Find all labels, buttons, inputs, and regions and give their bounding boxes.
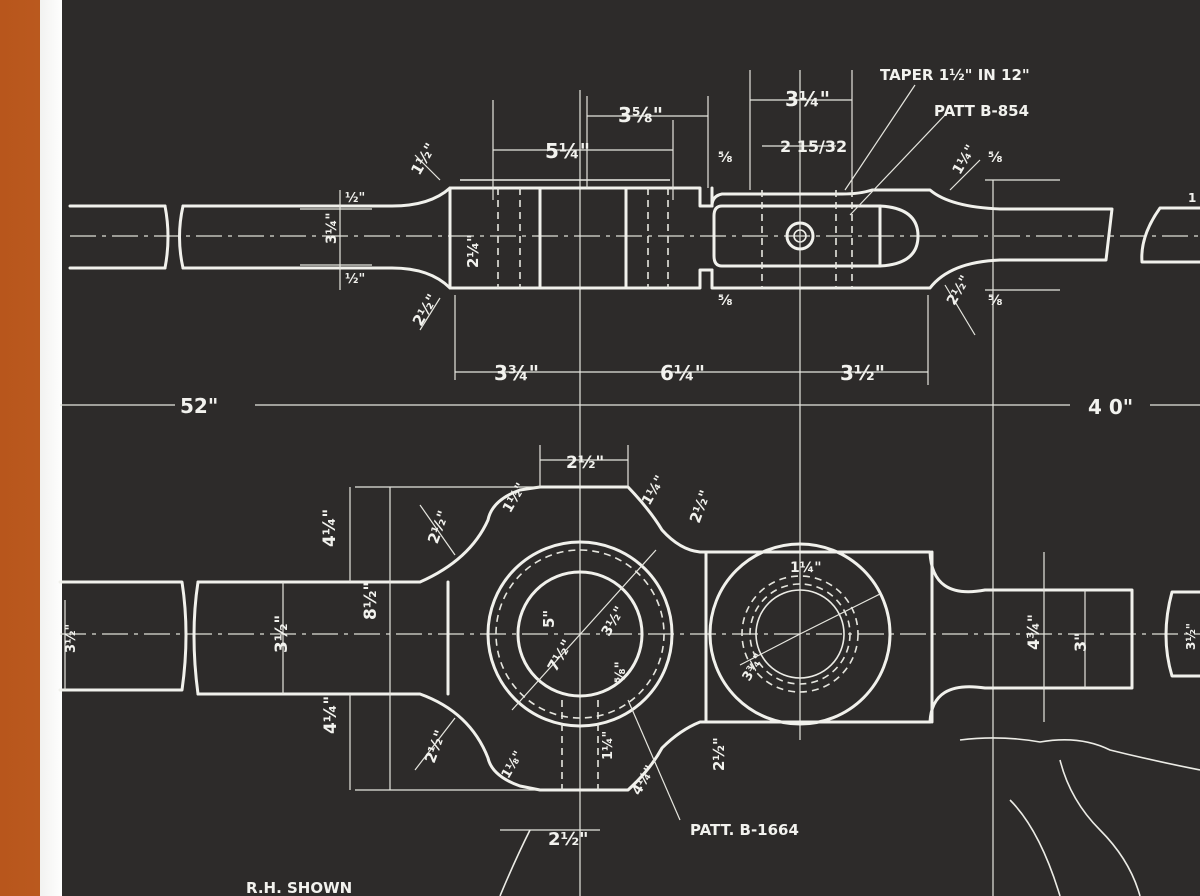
note-patt-b-854: PATT B-854: [934, 102, 1029, 120]
dim-3-2-far: 3½": [1184, 623, 1198, 650]
dim-40: 4 0": [1088, 395, 1133, 419]
dim-1-far: 1: [1188, 191, 1196, 205]
dim-52: 52": [180, 394, 218, 418]
dim-5-8-d: ⅝: [988, 293, 1003, 309]
dim-2-15-32: 2 15/32: [780, 137, 847, 156]
dim-5-1-4: 5¼": [545, 139, 590, 163]
dim-3-5-8: 3⅝": [618, 103, 663, 127]
dim-2-1-4: 2¼": [464, 234, 482, 268]
dim-2-1-2-low: 2½": [421, 728, 449, 766]
plan-view: [58, 485, 1200, 792]
note-rh-shown: R.H. SHOWN: [246, 879, 352, 896]
dim-8-1-2: 8½": [361, 582, 381, 620]
dim-5-in: 5": [540, 610, 558, 628]
dim-3-1-2: 3½": [840, 361, 885, 385]
dim-6-1-4: 6¼": [660, 361, 705, 385]
dim-3-2-side: 3½": [64, 624, 79, 653]
dim-7-1-2: 7½": [544, 636, 576, 674]
paper-cracks: [499, 737, 1200, 896]
note-taper: TAPER 1½" IN 12": [880, 66, 1030, 84]
dim-3-3-4-hub: 3¾": [740, 651, 768, 684]
blueprint-sheet: [62, 0, 1200, 896]
dim-3-1-4-b: 3¼": [324, 212, 340, 244]
dim-2-1-2-r1: 2½": [424, 508, 452, 546]
dim-4-3-4: 4¾": [1024, 614, 1043, 650]
dim-4-1-4-top: 4¼": [320, 509, 340, 547]
dim-3-1-2-plan: 3½": [272, 615, 292, 653]
dim-1-2-a: ½": [345, 191, 365, 206]
dim-5-8-hub: ⅝": [613, 661, 629, 683]
dim-1-1-8: 1⅛": [499, 749, 527, 782]
dim-2-1-2-low2: 2½": [710, 737, 728, 771]
dim-1-1-4-r3: 1¼": [639, 473, 669, 508]
elevation-dimension-lines: [60, 70, 1200, 406]
note-patt-b-1664: PATT. B-1664: [690, 821, 799, 839]
dim-2-1-2-r4: 2½": [686, 488, 714, 526]
dim-3-in: 3": [1071, 633, 1090, 652]
dim-3-1-4-top: 3¼": [785, 87, 830, 111]
dim-5-8-b: ⅝: [718, 293, 733, 309]
dim-2-1-2-bottom: 2½": [548, 829, 589, 850]
drawing-notes: TAPER 1½" IN 12" PATT B-854 PATT. B-1664…: [246, 66, 1030, 896]
dimension-labels: 52" 4 0" 3¾" 6¼" 3½" 5¼" 3⅝" 3¼" 2 15/32…: [64, 87, 1198, 850]
dim-1-1-4-ring: 1¼": [790, 560, 822, 576]
dim-2-1-2-plan: 2½": [566, 453, 604, 473]
dim-5-8-a: ⅝: [718, 150, 733, 166]
plan-dimension-lines: [64, 445, 1086, 831]
dim-1-1-2-r2: 1½": [500, 480, 530, 515]
dim-1-2-b: ½": [345, 272, 365, 287]
dim-5-8-c: ⅝: [988, 150, 1003, 166]
center-lines: [60, 70, 1200, 896]
dim-2-1-2-left: 2½": [409, 291, 441, 329]
dim-1-1-4-low: 1¼": [601, 731, 616, 760]
dim-3-3-4: 3¾": [494, 361, 539, 385]
dim-4-1-4-low: 4¼": [629, 763, 659, 798]
elevation-view: [68, 179, 1200, 290]
dim-4-1-4-btm: 4¼": [321, 696, 341, 734]
dim-1-1-4-a: 1¼": [950, 142, 980, 177]
dim-2-1-2-btm: 2½": [944, 273, 974, 308]
dim-1-1-2-top: 1½": [407, 140, 439, 178]
